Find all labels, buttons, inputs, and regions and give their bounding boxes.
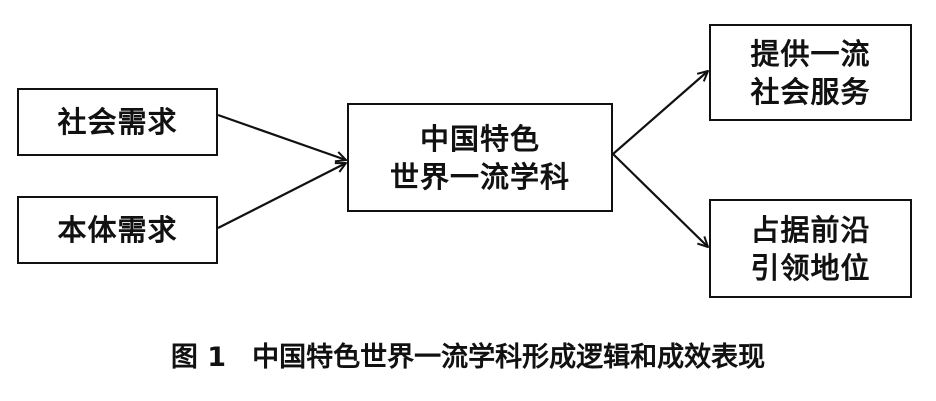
node-self-need: 本体需求 [17, 196, 218, 264]
node-service-line-2: 社会服务 [750, 74, 871, 109]
node-frontier-leadership: 占据前沿 引领地位 [709, 199, 912, 298]
arrow-social-need-to-center [217, 113, 346, 160]
node-service-line-1: 提供一流 [750, 36, 871, 71]
node-social-need-line-1: 社会需求 [57, 105, 178, 139]
node-center-discipline: 中国特色 世界一流学科 [347, 103, 613, 212]
node-social-need: 社会需求 [17, 88, 218, 156]
node-social-service: 提供一流 社会服务 [709, 24, 912, 121]
node-frontier-line-1: 占据前沿 [750, 212, 871, 247]
node-center-line-1: 中国特色 [419, 121, 540, 156]
node-center-line-2: 世界一流学科 [389, 159, 570, 194]
figure-number: 图 1 [170, 342, 227, 373]
figure-caption: 图 1 中国特色世界一流学科形成逻辑和成效表现 [0, 338, 936, 378]
arrow-center-to-frontier [612, 153, 708, 247]
arrow-self-need-to-center [217, 163, 346, 229]
arrow-center-to-service [612, 71, 708, 155]
figure-caption-text: 中国特色世界一流学科形成逻辑和成效表现 [252, 342, 766, 373]
node-self-need-line-1: 本体需求 [57, 213, 178, 247]
node-frontier-line-2: 引领地位 [750, 250, 871, 285]
